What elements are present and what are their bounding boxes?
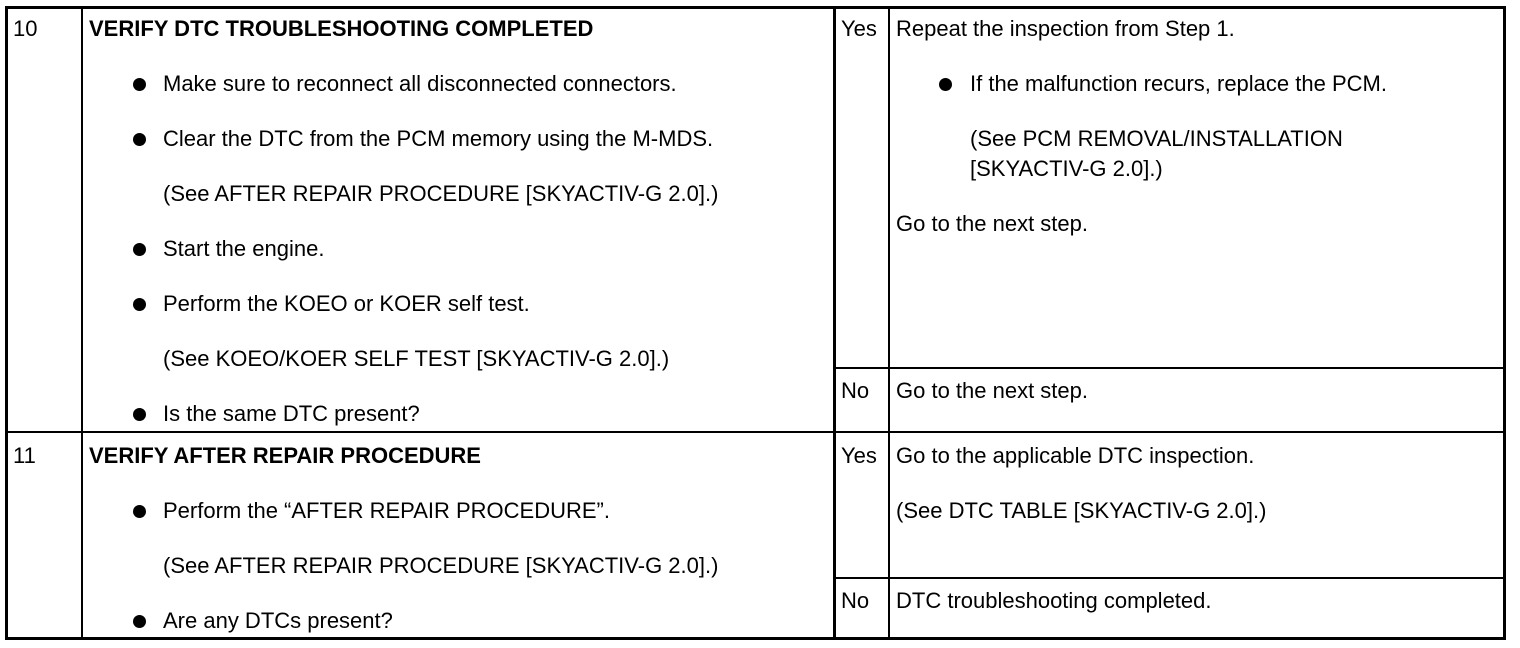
step-title: VERIFY AFTER REPAIR PROCEDURE <box>89 443 481 468</box>
bullet-icon <box>133 505 146 518</box>
no-result: Go to the next step. <box>896 378 1089 403</box>
result-column-divider <box>888 6 890 640</box>
yes-no-divider-row10 <box>835 367 1506 369</box>
reference-link[interactable]: (See AFTER REPAIR PROCEDURE [SKYACTIV-G … <box>163 181 719 206</box>
yes-no-divider-row11 <box>835 577 1506 579</box>
row-divider <box>5 431 1506 433</box>
action-item: Make sure to reconnect all disconnected … <box>163 71 677 96</box>
step-title: VERIFY DTC TROUBLESHOOTING COMPLETED <box>89 16 594 41</box>
yes-result-bullet: If the malfunction recurs, replace the P… <box>970 71 1387 96</box>
bullet-icon <box>133 298 146 311</box>
reference-link[interactable]: (See KOEO/KOER SELF TEST [SKYACTIV-G 2.0… <box>163 346 670 371</box>
bullet-icon <box>133 615 146 628</box>
reference-link[interactable]: (See DTC TABLE [SKYACTIV-G 2.0].) <box>896 498 1267 523</box>
bullet-icon <box>133 243 146 256</box>
step-number: 11 <box>13 443 36 468</box>
bullet-icon <box>133 78 146 91</box>
reference-link[interactable]: (See PCM REMOVAL/INSTALLATION <box>970 126 1343 151</box>
yes-result: Repeat the inspection from Step 1. <box>896 16 1235 41</box>
action-item: Start the engine. <box>163 236 325 261</box>
action-column-divider <box>833 6 836 640</box>
bullet-icon <box>939 78 952 91</box>
yes-label: Yes <box>841 16 877 41</box>
troubleshooting-table <box>5 6 1506 640</box>
action-item: Perform the “AFTER REPAIR PROCEDURE”. <box>163 498 610 523</box>
action-item: Is the same DTC present? <box>163 401 420 426</box>
no-label: No <box>841 378 870 403</box>
yes-result-next: Go to the next step. <box>896 211 1089 236</box>
bullet-icon <box>133 133 146 146</box>
reference-link[interactable]: (See AFTER REPAIR PROCEDURE [SKYACTIV-G … <box>163 553 719 578</box>
step-column-divider <box>81 6 83 640</box>
step-number: 10 <box>13 16 38 41</box>
yes-result: Go to the applicable DTC inspection. <box>896 443 1255 468</box>
bullet-icon <box>133 408 146 421</box>
reference-link[interactable]: [SKYACTIV-G 2.0].) <box>970 156 1163 181</box>
action-item: Clear the DTC from the PCM memory using … <box>163 126 714 151</box>
no-result: DTC troubleshooting completed. <box>896 588 1212 613</box>
action-item: Perform the KOEO or KOER self test. <box>163 291 530 316</box>
yes-label: Yes <box>841 443 877 468</box>
action-item: Are any DTCs present? <box>163 608 393 633</box>
no-label: No <box>841 588 870 613</box>
